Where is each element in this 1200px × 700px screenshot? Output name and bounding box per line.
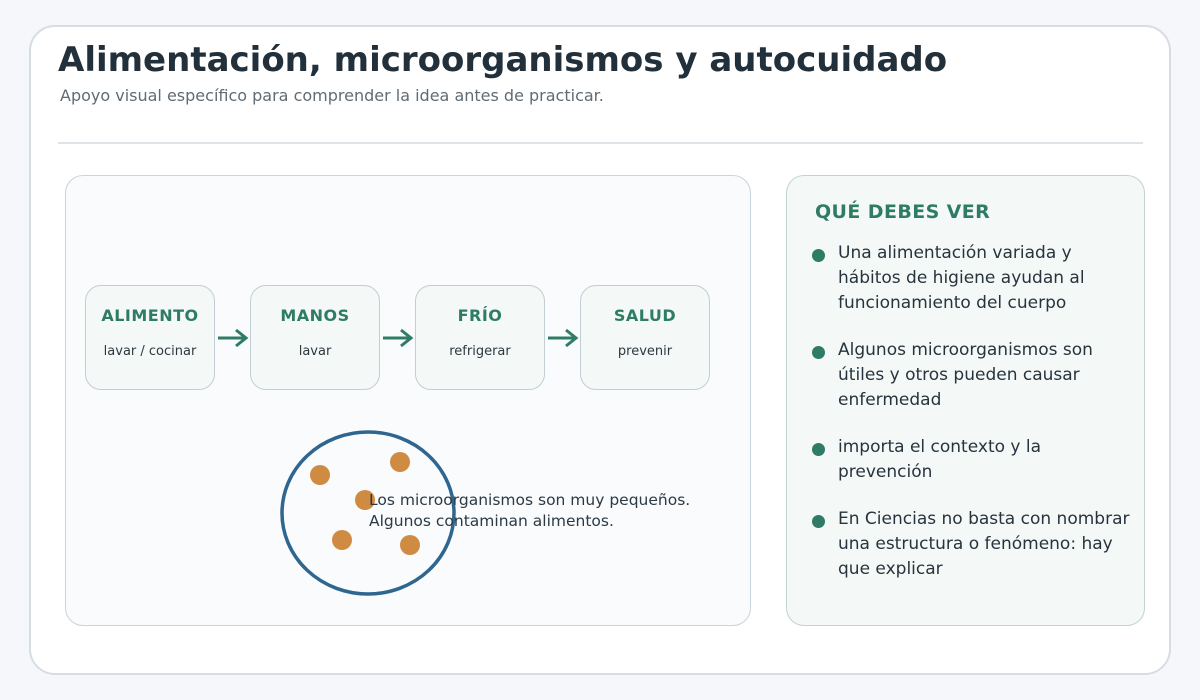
bullet-icon	[812, 443, 825, 456]
step-name: MANOS	[280, 306, 350, 325]
step-action: prevenir	[617, 344, 673, 359]
microbe-icon	[332, 530, 352, 550]
step-manos: MANOS lavar	[250, 285, 380, 390]
microbe-caption-line: Los microorganismos son muy pequeños.	[369, 491, 691, 509]
arrow-icon	[548, 328, 579, 348]
arrow-icon	[383, 328, 414, 348]
step-action: lavar	[298, 344, 332, 359]
bullet-icon	[812, 249, 825, 262]
header-divider	[58, 142, 1143, 144]
microbe-icon	[355, 490, 375, 510]
step-alimento: ALIMENTO lavar / cocinar	[85, 285, 215, 390]
key-points-heading: QUÉ DEBES VER	[815, 201, 991, 223]
page-title: Alimentación, microorganismos y autocuid…	[58, 40, 948, 80]
key-point: Una alimentación variada y hábitos de hi…	[838, 243, 1085, 313]
bullet-icon	[812, 515, 825, 528]
key-point: importa el contexto y la prevención	[838, 437, 1042, 482]
step-name: FRÍO	[457, 306, 503, 325]
microbe-icon	[390, 452, 410, 472]
key-point: En Ciencias no basta con nombrar una est…	[838, 509, 1130, 579]
microbe-icon	[400, 535, 420, 555]
magnifier-circle	[280, 430, 456, 596]
bullet-icon	[812, 346, 825, 359]
step-name: SALUD	[613, 306, 677, 325]
microbe-caption-line: Algunos contaminan alimentos.	[369, 512, 614, 530]
step-action: lavar / cocinar	[103, 344, 197, 359]
step-action: refrigerar	[449, 344, 511, 359]
page-subtitle: Apoyo visual específico para comprender …	[60, 86, 604, 105]
key-points-panel	[786, 175, 1145, 626]
step-frio: FRÍO refrigerar	[415, 285, 545, 390]
microbe-caption: Los microorganismos son muy pequeños. Al…	[369, 490, 690, 532]
step-salud: SALUD prevenir	[580, 285, 710, 390]
step-name: ALIMENTO	[101, 306, 199, 325]
arrow-icon	[218, 328, 249, 348]
microbe-icon	[310, 465, 330, 485]
key-point: Algunos microorganismos son útiles y otr…	[838, 340, 1093, 410]
